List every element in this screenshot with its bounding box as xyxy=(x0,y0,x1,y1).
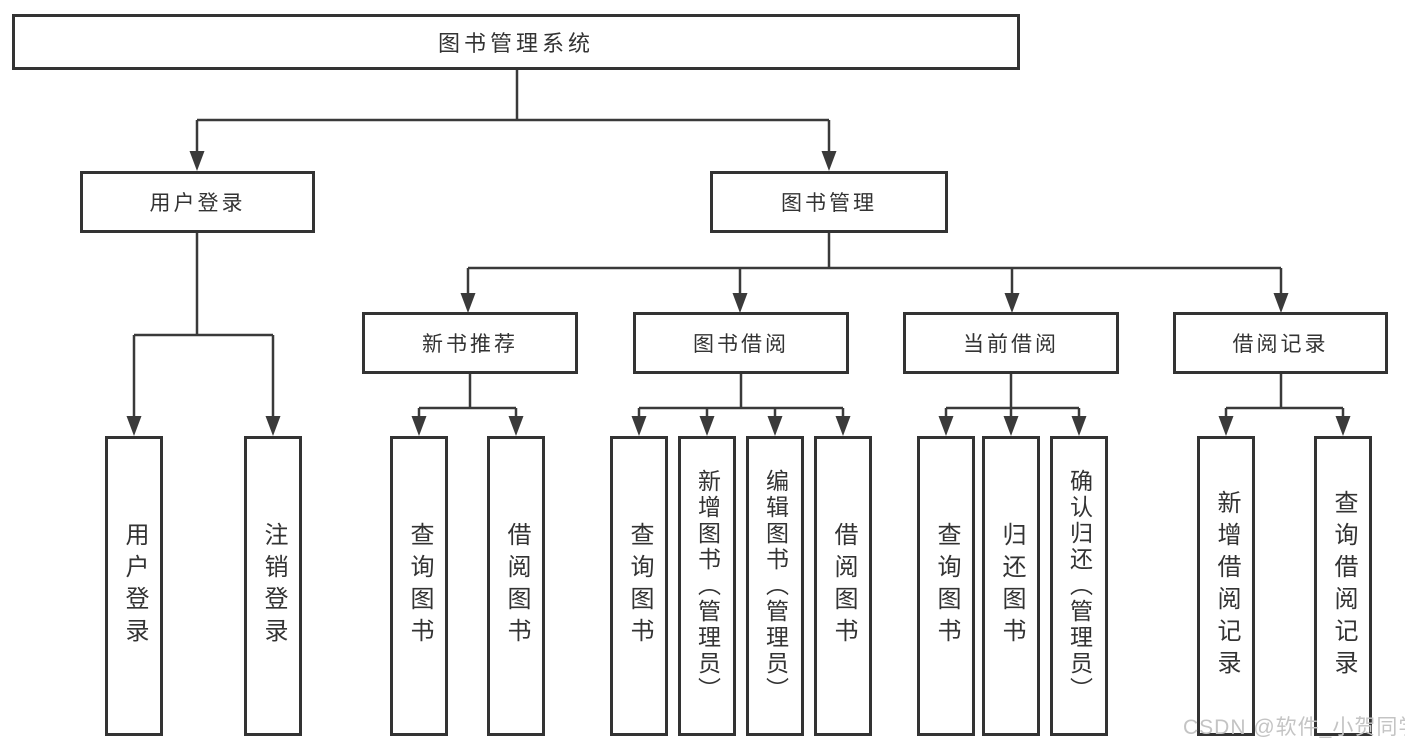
node-leaf-bb-query-books: 查询图书 xyxy=(610,436,668,736)
node-leaf-cb-query-books-label: 查询图书 xyxy=(933,522,960,650)
node-leaf-br-query-record: 查询借阅记录 xyxy=(1314,436,1372,736)
node-new-book-rec: 新书推荐 xyxy=(362,312,578,374)
connector-user-login-to-leaves xyxy=(126,233,281,436)
connector-current-borrow-to-leaves xyxy=(938,374,1087,436)
node-leaf-bb-query-books-label: 查询图书 xyxy=(626,522,653,650)
node-leaf-br-add-record-label: 新增借阅记录 xyxy=(1213,490,1240,682)
node-leaf-cb-return-books: 归还图书 xyxy=(982,436,1040,736)
node-book-mgmt: 图书管理 xyxy=(710,171,948,233)
node-current-borrow: 当前借阅 xyxy=(903,312,1119,374)
node-book-borrow: 图书借阅 xyxy=(633,312,849,374)
node-leaf-bb-borrow-books: 借阅图书 xyxy=(814,436,872,736)
node-leaf-user-login: 用户登录 xyxy=(105,436,163,736)
node-book-mgmt-label: 图书管理 xyxy=(781,192,877,215)
connector-borrow-records-to-leaves xyxy=(1218,374,1351,436)
connector-root-to-level2 xyxy=(189,70,837,171)
node-leaf-rec-query-books: 查询图书 xyxy=(390,436,448,736)
connector-new-rec-to-leaves xyxy=(411,374,524,436)
node-leaf-cb-query-books: 查询图书 xyxy=(917,436,975,736)
node-leaf-user-login-label: 用户登录 xyxy=(121,522,148,650)
node-leaf-bb-edit-books-admin-label: 编辑图书（管理员） xyxy=(762,469,789,703)
node-new-book-rec-label: 新书推荐 xyxy=(422,333,518,356)
connector-book-mgmt-to-level3 xyxy=(460,233,1289,313)
node-borrow-records-label: 借阅记录 xyxy=(1232,333,1329,356)
node-leaf-rec-borrow-books-label: 借阅图书 xyxy=(503,522,530,650)
node-user-login: 用户登录 xyxy=(80,171,315,233)
node-leaf-bb-add-books-admin: 新增图书（管理员） xyxy=(678,436,736,736)
node-user-login-label: 用户登录 xyxy=(149,192,246,215)
node-leaf-br-add-record: 新增借阅记录 xyxy=(1197,436,1255,736)
node-borrow-records: 借阅记录 xyxy=(1173,312,1388,374)
node-root-label: 图书管理系统 xyxy=(437,31,594,56)
node-leaf-rec-borrow-books: 借阅图书 xyxy=(487,436,545,736)
node-book-borrow-label: 图书借阅 xyxy=(693,333,789,356)
node-leaf-bb-add-books-admin-label: 新增图书（管理员） xyxy=(694,469,721,703)
node-leaf-rec-query-books-label: 查询图书 xyxy=(406,522,433,650)
node-leaf-cb-return-books-label: 归还图书 xyxy=(998,522,1025,650)
node-current-borrow-label: 当前借阅 xyxy=(963,333,1059,356)
node-root: 图书管理系统 xyxy=(12,14,1020,70)
node-leaf-cb-confirm-return-admin-label: 确认归还（管理员） xyxy=(1066,469,1093,703)
node-leaf-logout-label: 注销登录 xyxy=(260,522,287,650)
node-leaf-bb-edit-books-admin: 编辑图书（管理员） xyxy=(746,436,804,736)
node-leaf-bb-borrow-books-label: 借阅图书 xyxy=(830,522,857,650)
node-leaf-cb-confirm-return-admin: 确认归还（管理员） xyxy=(1050,436,1108,736)
node-leaf-br-query-record-label: 查询借阅记录 xyxy=(1330,490,1357,682)
csdn-watermark: CSDN @软件_小贺同学 xyxy=(1183,716,1405,739)
node-leaf-logout: 注销登录 xyxy=(244,436,302,736)
connector-book-borrow-to-leaves xyxy=(631,374,851,436)
